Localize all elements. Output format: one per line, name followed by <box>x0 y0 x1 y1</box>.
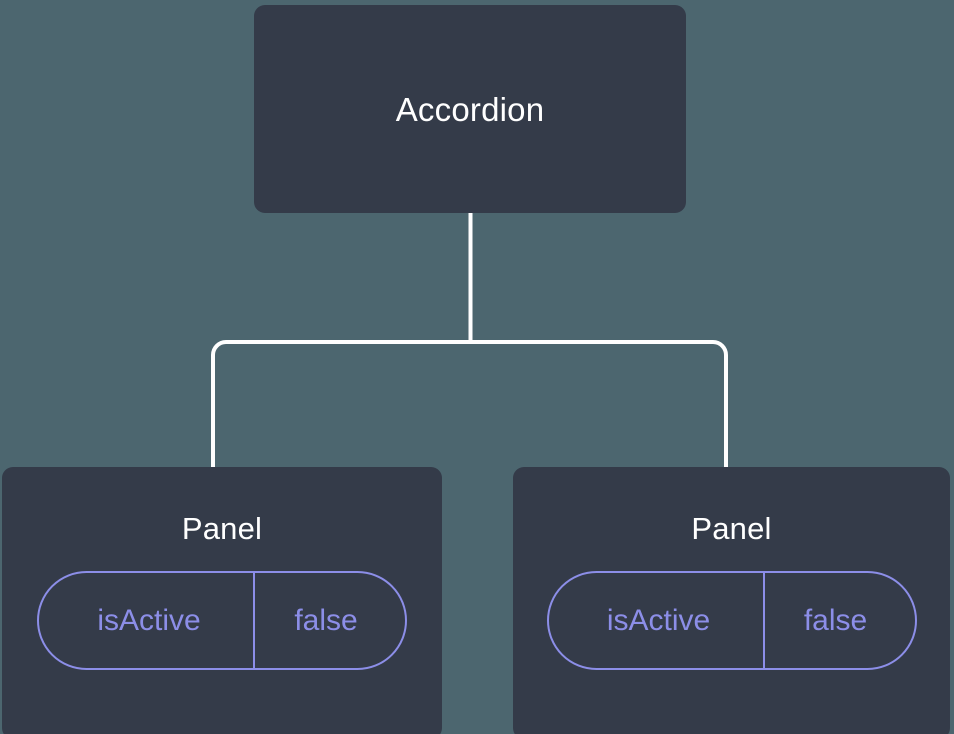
node-accordion-title: Accordion <box>395 90 545 128</box>
edge-accordion-to-panel-left <box>211 340 471 470</box>
node-panel-right[interactable]: Panel isActive false <box>513 467 950 734</box>
prop-value-label: false <box>294 603 358 637</box>
node-accordion[interactable]: Accordion <box>254 5 686 213</box>
prop-pill-divider <box>253 573 255 668</box>
prop-key-label: isActive <box>606 603 711 637</box>
prop-pill-is-active-left[interactable]: isActive false <box>37 571 407 670</box>
edge-accordion-to-panel-right <box>470 340 728 470</box>
node-panel-right-title: Panel <box>691 511 772 546</box>
prop-pill-is-active-right[interactable]: isActive false <box>546 571 917 670</box>
prop-value-label: false <box>803 603 868 637</box>
node-panel-left[interactable]: Panel isActive false <box>2 467 442 734</box>
prop-pill-divider <box>762 573 765 668</box>
prop-key-label: isActive <box>97 603 201 637</box>
node-panel-left-title: Panel <box>181 511 263 546</box>
